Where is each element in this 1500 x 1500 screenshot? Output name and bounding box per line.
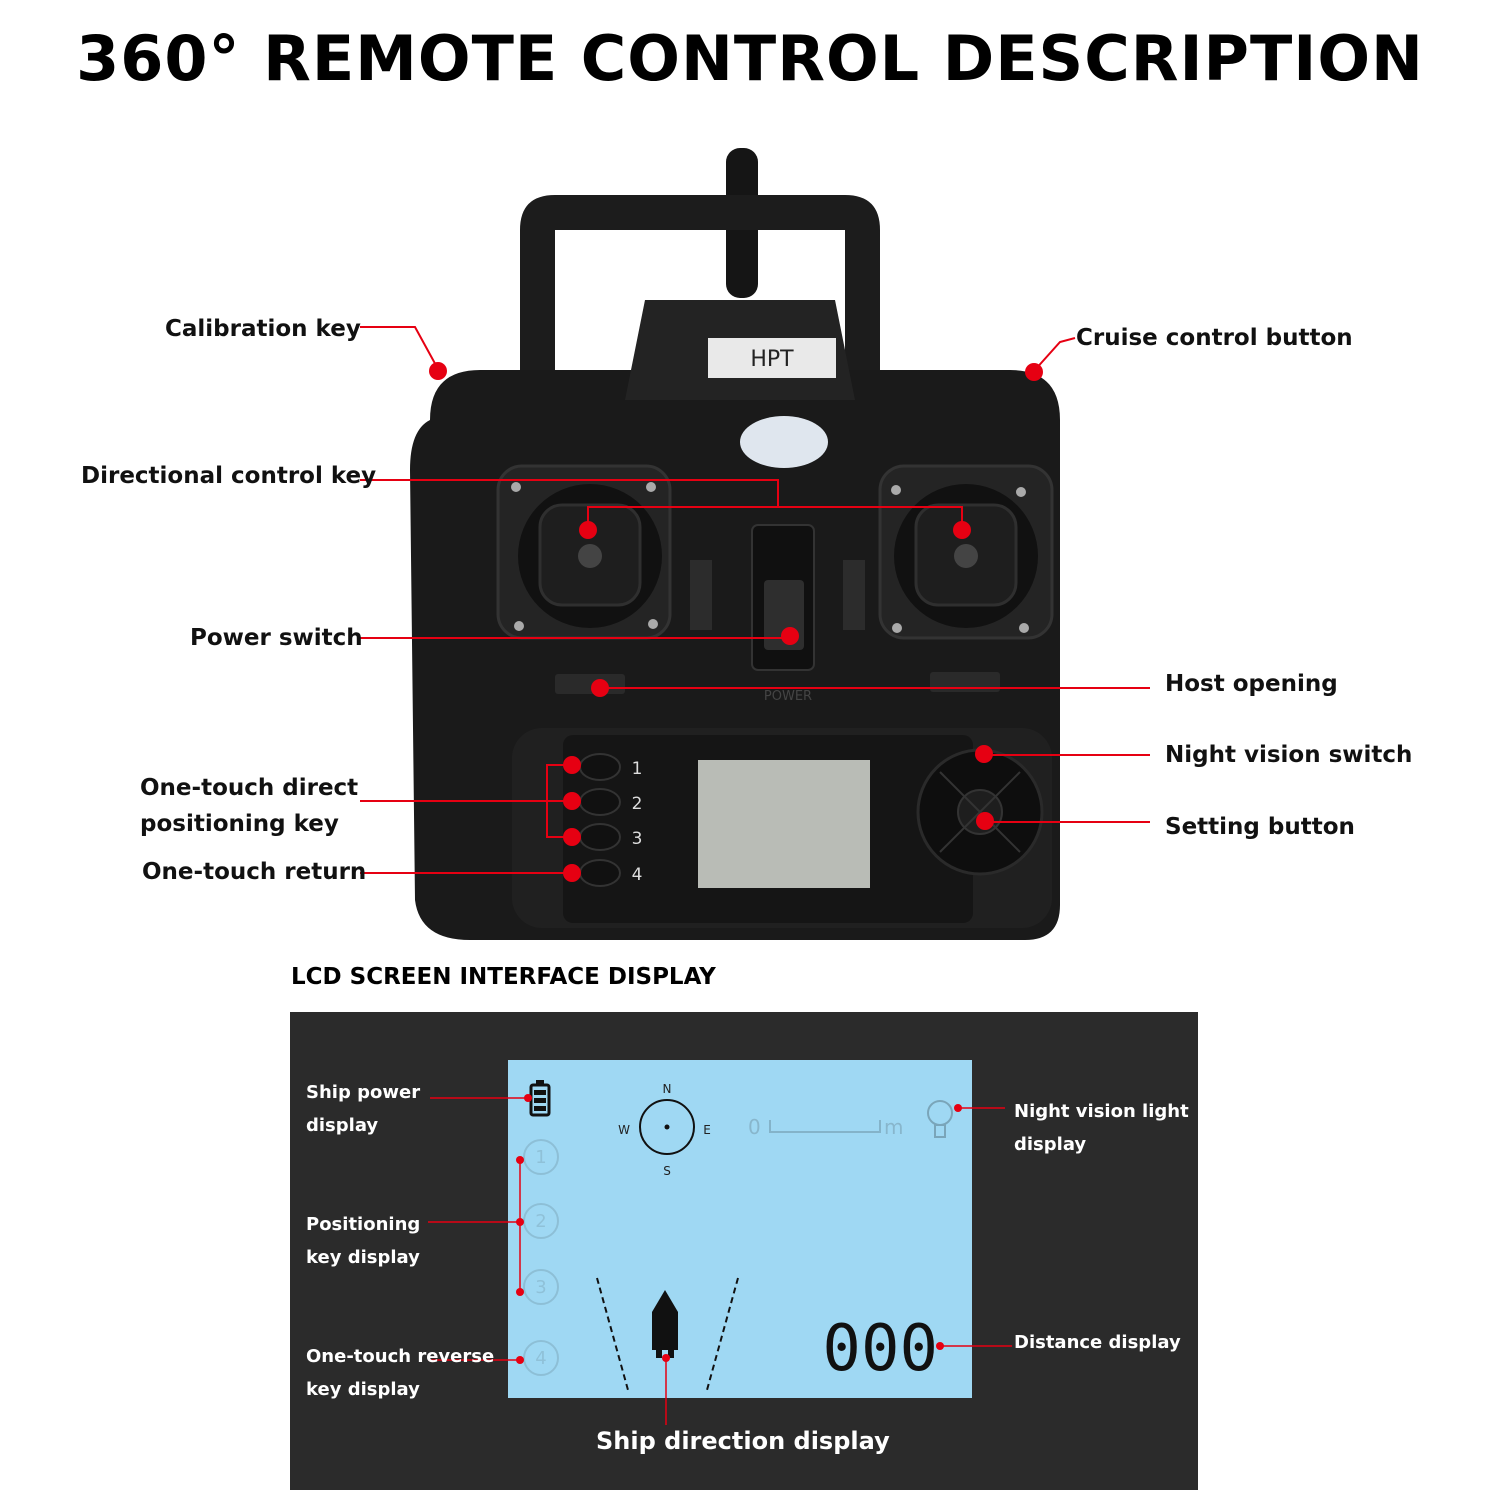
pos-key-1: 1 xyxy=(535,1147,546,1168)
one-touch-direct-line1: One-touch direct xyxy=(140,775,359,801)
left-stick[interactable] xyxy=(578,544,602,568)
ship-direction-label: Ship direction display xyxy=(596,1427,890,1455)
calibration-key-label: Calibration key xyxy=(165,316,361,342)
distance-digits: 000 xyxy=(822,1312,938,1386)
positioning-key-label: Positioning key display xyxy=(306,1208,420,1274)
pos-key-3: 3 xyxy=(535,1277,546,1298)
compass-w: W xyxy=(618,1123,630,1137)
night-vision-switch-label: Night vision switch xyxy=(1165,742,1413,768)
lightbulb-icon xyxy=(927,1100,953,1138)
indicator-light xyxy=(740,416,828,468)
distance-scale: 0 m xyxy=(748,1115,903,1139)
carry-handle xyxy=(520,195,880,380)
compass-s: S xyxy=(663,1164,671,1178)
key-4-number: 4 xyxy=(632,865,643,885)
lcd-screen xyxy=(698,760,870,888)
page-title: 360° REMOTE CONTROL DESCRIPTION xyxy=(76,22,1424,95)
one-touch-direct-line2: positioning key xyxy=(140,811,339,837)
reverse-line2: key display xyxy=(306,1379,420,1400)
callout-dots xyxy=(429,362,1043,882)
left-trim[interactable] xyxy=(690,560,712,630)
pos-key-2: 2 xyxy=(535,1211,546,1232)
right-trim[interactable] xyxy=(843,560,865,630)
positioning-line2: key display xyxy=(306,1247,420,1268)
ship-icon xyxy=(596,1277,739,1391)
brand-label: HPT xyxy=(750,347,794,372)
one-touch-return-label: One-touch return xyxy=(142,859,367,885)
lcd-callout-dots xyxy=(516,1094,962,1364)
night-light-line1: Night vision light xyxy=(1014,1101,1189,1122)
key-2-number: 2 xyxy=(632,794,643,814)
ship-power-line2: display xyxy=(306,1115,379,1136)
scale-start: 0 xyxy=(748,1115,761,1139)
brand-plate xyxy=(708,338,836,378)
reverse-key-label: One-touch reverse key display xyxy=(306,1340,494,1406)
distance-label: Distance display xyxy=(1014,1332,1181,1353)
host-opening-label: Host opening xyxy=(1165,671,1338,697)
lcd-section-heading: LCD SCREEN INTERFACE DISPLAY xyxy=(291,964,716,990)
lcd-callout-lines xyxy=(428,1097,1012,1425)
compass-e: E xyxy=(703,1123,711,1137)
right-stick[interactable] xyxy=(954,544,978,568)
compass-icon: N S E W xyxy=(618,1082,711,1178)
compass-n: N xyxy=(663,1082,672,1096)
key-3-number: 3 xyxy=(632,829,643,849)
reverse-line1: One-touch reverse xyxy=(306,1346,495,1367)
night-light-label: Night vision light display xyxy=(1014,1095,1189,1161)
positioning-key-indicators: 1 2 3 4 xyxy=(523,1139,559,1376)
key-1-number: 1 xyxy=(632,759,643,779)
setting-button-label: Setting button xyxy=(1165,814,1355,840)
directional-control-label: Directional control key xyxy=(81,463,377,489)
power-switch-label: Power switch xyxy=(190,625,363,651)
positioning-line1: Positioning xyxy=(306,1214,421,1235)
night-light-line2: display xyxy=(1014,1134,1087,1155)
one-touch-direct-label: One-touch direct positioning key xyxy=(140,770,358,842)
ship-power-line1: Ship power xyxy=(306,1082,421,1103)
cruise-control-label: Cruise control button xyxy=(1076,325,1353,351)
power-label: POWER xyxy=(764,689,812,704)
callout-lines xyxy=(360,326,1150,874)
lcd-display-area xyxy=(508,1060,972,1398)
pos-key-4: 4 xyxy=(535,1348,546,1369)
scale-unit: m xyxy=(884,1115,903,1139)
ship-power-label: Ship power display xyxy=(306,1076,420,1142)
